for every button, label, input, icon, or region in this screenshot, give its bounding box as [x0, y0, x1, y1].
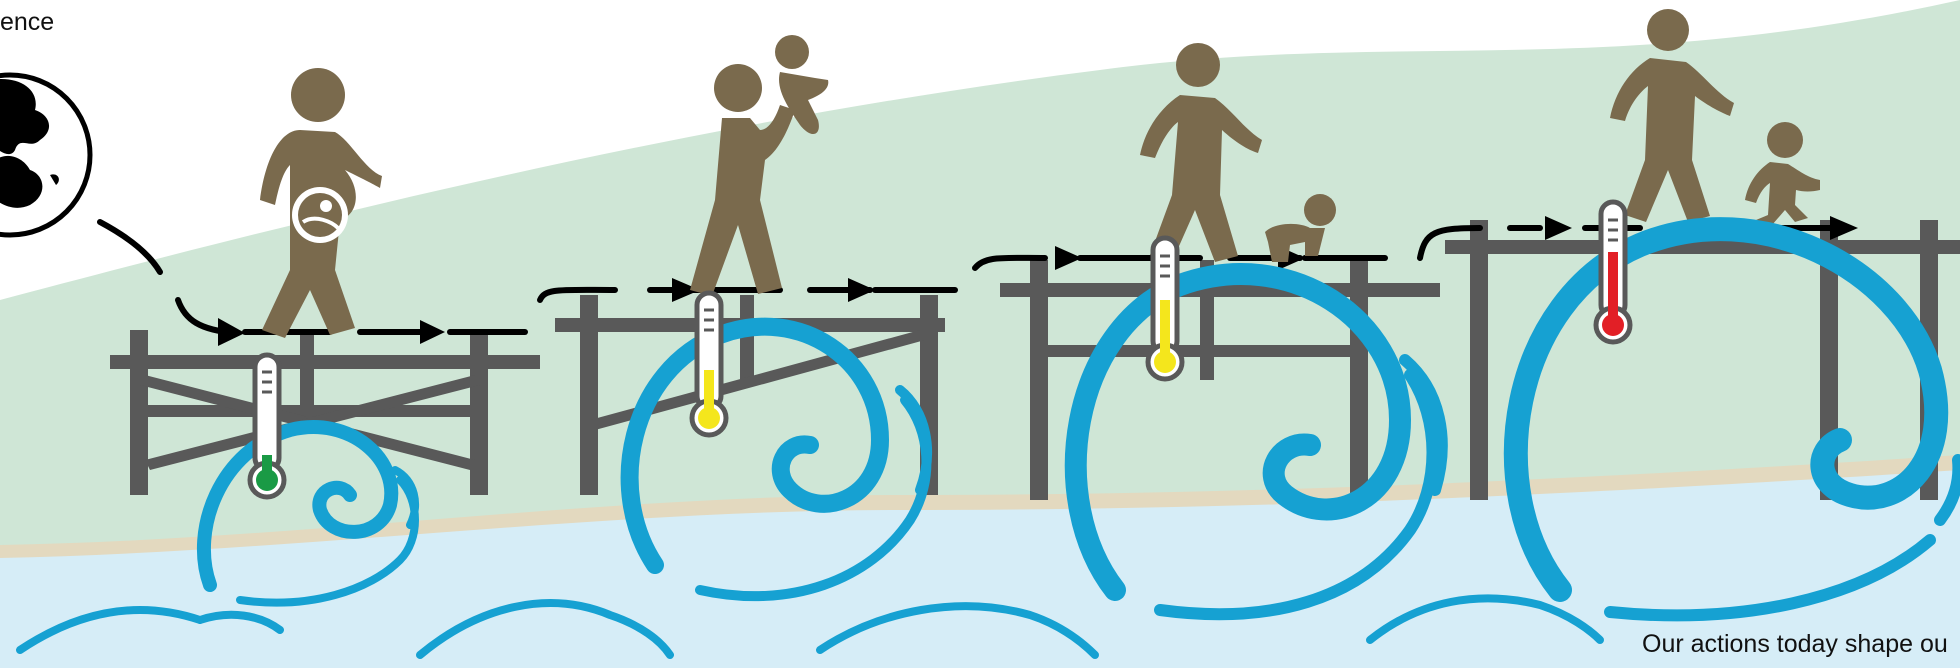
- thermometer-icon: [250, 355, 284, 497]
- text-fragment-bottom-right: Our actions today shape ou: [1642, 630, 1948, 659]
- thermometer-icon: [1148, 238, 1182, 379]
- thermometer-icon: [1596, 202, 1630, 342]
- globe-icon: [0, 75, 90, 235]
- thermometer-icon: [692, 293, 726, 435]
